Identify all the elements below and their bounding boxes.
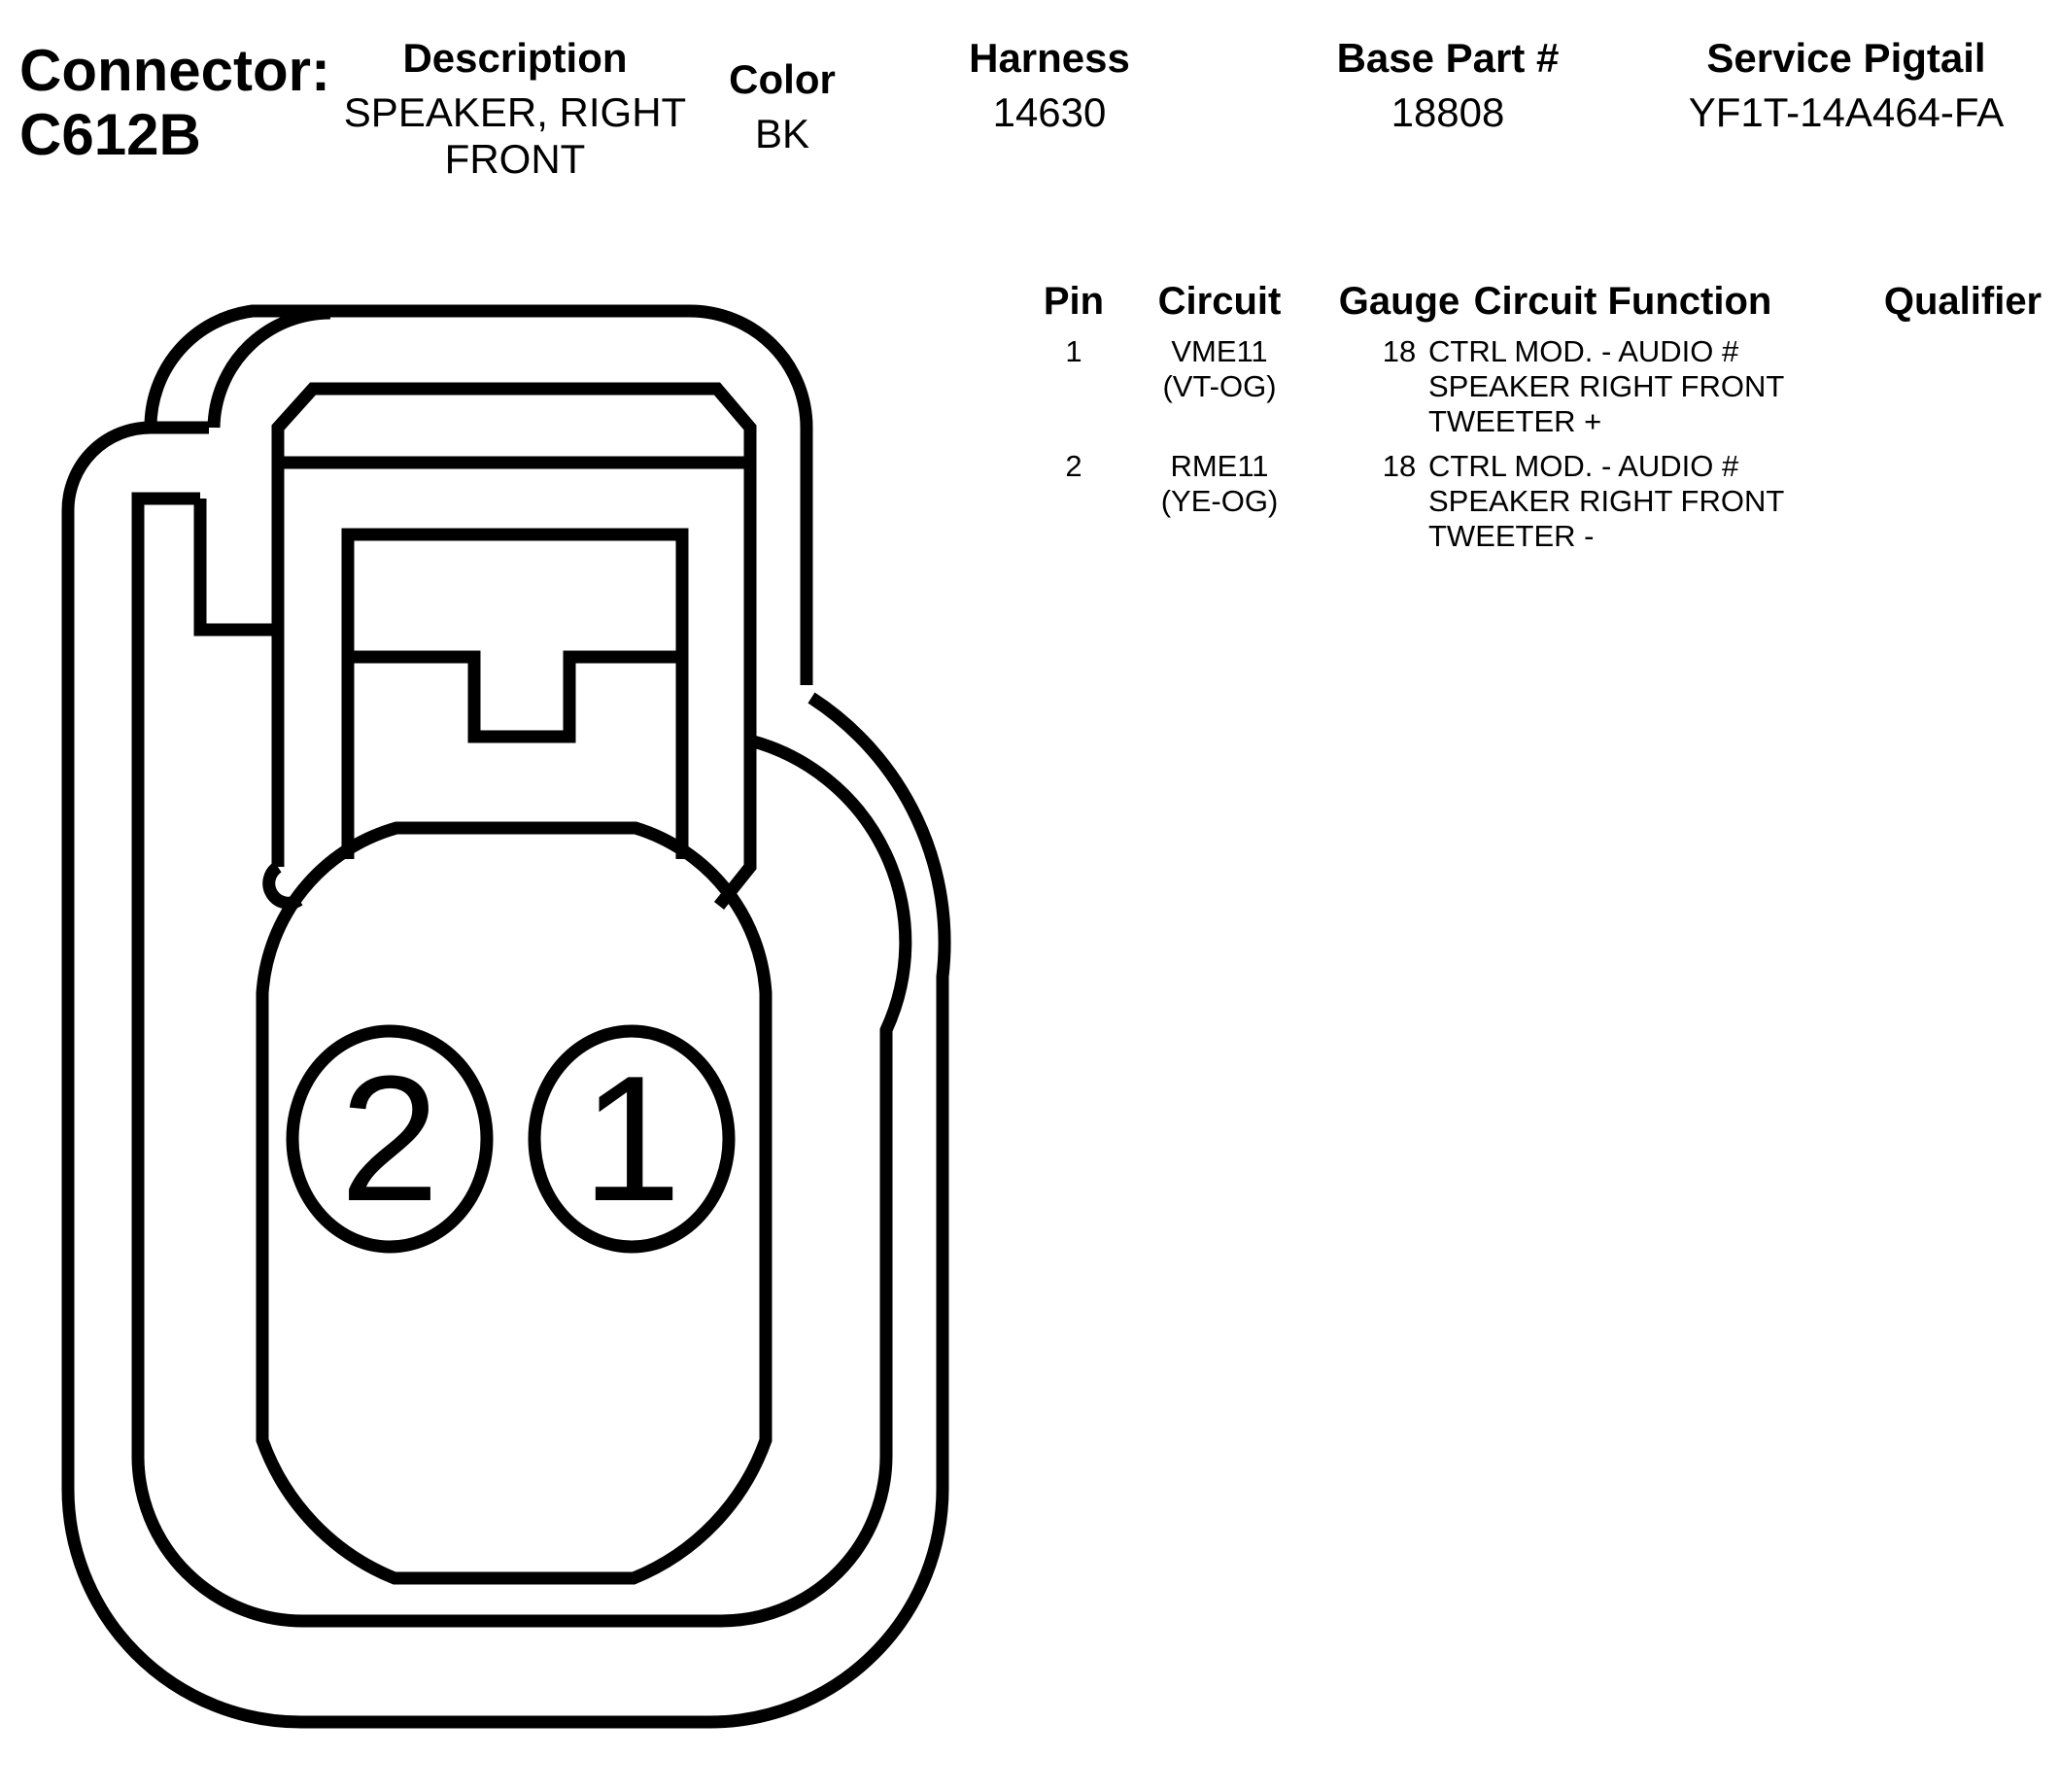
latch-window-outline — [341, 528, 689, 859]
latch-frame-outline — [271, 382, 757, 911]
table-row: 2 RME11 (YE-OG) 18 CTRL MOD. - AUDIO # S… — [1011, 449, 2041, 564]
color-value: BK — [754, 111, 810, 156]
header-circuit-function: Circuit Function — [1473, 280, 1772, 323]
pin-1-label: 1 — [582, 1038, 681, 1238]
terminal-cavity-body — [256, 821, 772, 1585]
circuit-wire-color: (YE-OG) — [1160, 484, 1279, 518]
pin-table-header: Pin Circuit Gauge Circuit Function Quali… — [1011, 278, 2042, 332]
header-circuit: Circuit — [1157, 280, 1282, 323]
circuit-function-line: CTRL MOD. - AUDIO # — [1428, 334, 1739, 368]
base-part-column: Base Part # 18808 — [1292, 33, 1603, 136]
base-part-value: 18808 — [1390, 89, 1505, 135]
connector-label: Connector: — [19, 38, 330, 103]
circuit-function-line: SPEAKER RIGHT FRONT — [1428, 484, 1785, 518]
pin-2-circle — [286, 1024, 494, 1254]
color-column: Color BK — [680, 54, 884, 157]
circuit-function-cell: CTRL MOD. - AUDIO # SPEAKER RIGHT FRONT … — [1428, 334, 1914, 439]
pin-2-label: 2 — [340, 1038, 439, 1238]
gauge-value: 18 — [1382, 449, 1417, 483]
table-row: 1 VME11 (VT-OG) 18 CTRL MOD. - AUDIO # S… — [1011, 334, 2041, 449]
color-title: Color — [729, 56, 836, 102]
circuit-function-line: SPEAKER RIGHT FRONT — [1428, 369, 1785, 403]
description-value: SPEAKER, RIGHT FRONT — [343, 89, 687, 182]
pin-number: 2 — [1065, 449, 1082, 483]
circuit-cell: RME11 (YE-OG) — [1117, 449, 1322, 519]
latch-window-tab — [354, 650, 680, 743]
connector-face-diagram: 2 1 — [61, 304, 951, 1729]
middle-housing-outline — [131, 306, 912, 1628]
circuit-name: VME11 — [1171, 334, 1268, 368]
pin-table: Pin Circuit Gauge Circuit Function Quali… — [1011, 278, 2042, 564]
pin-2-contact: 2 — [286, 1024, 494, 1254]
description-title: Description — [402, 35, 628, 81]
circuit-function-line: TWEETER - — [1428, 519, 1595, 553]
pin-1-contact: 1 — [528, 1024, 736, 1254]
harness-column: Harness 14630 — [904, 33, 1195, 136]
harness-value: 14630 — [992, 89, 1107, 135]
pin-1-circle — [528, 1024, 736, 1254]
circuit-cell: VME11 (VT-OG) — [1117, 334, 1322, 404]
connector-title: Connector: C612B — [19, 39, 330, 167]
gauge-value: 18 — [1382, 334, 1417, 368]
circuit-function-cell: CTRL MOD. - AUDIO # SPEAKER RIGHT FRONT … — [1428, 449, 1914, 554]
outer-housing-outline — [61, 304, 951, 1729]
circuit-wire-color: (VT-OG) — [1162, 369, 1277, 403]
header-qualifier: Qualifier — [1883, 280, 2043, 323]
service-pigtail-value: YF1T-14A464-FA — [1688, 89, 2005, 135]
base-part-title: Base Part # — [1336, 35, 1560, 81]
circuit-function-line: TWEETER + — [1428, 404, 1602, 438]
pin-number: 1 — [1065, 334, 1082, 368]
harness-title: Harness — [969, 35, 1130, 81]
header-pin: Pin — [1043, 280, 1105, 323]
connector-id: C612B — [19, 102, 201, 167]
circuit-name: RME11 — [1170, 449, 1269, 483]
latch-ledge — [193, 499, 278, 637]
service-pigtail-column: Service Pigtail YF1T-14A464-FA — [1642, 33, 2050, 136]
header-gauge: Gauge — [1338, 280, 1460, 323]
description-column: Description SPEAKER, RIGHT FRONT — [321, 33, 709, 183]
service-pigtail-title: Service Pigtail — [1706, 35, 1986, 81]
circuit-function-line: CTRL MOD. - AUDIO # — [1428, 449, 1739, 483]
